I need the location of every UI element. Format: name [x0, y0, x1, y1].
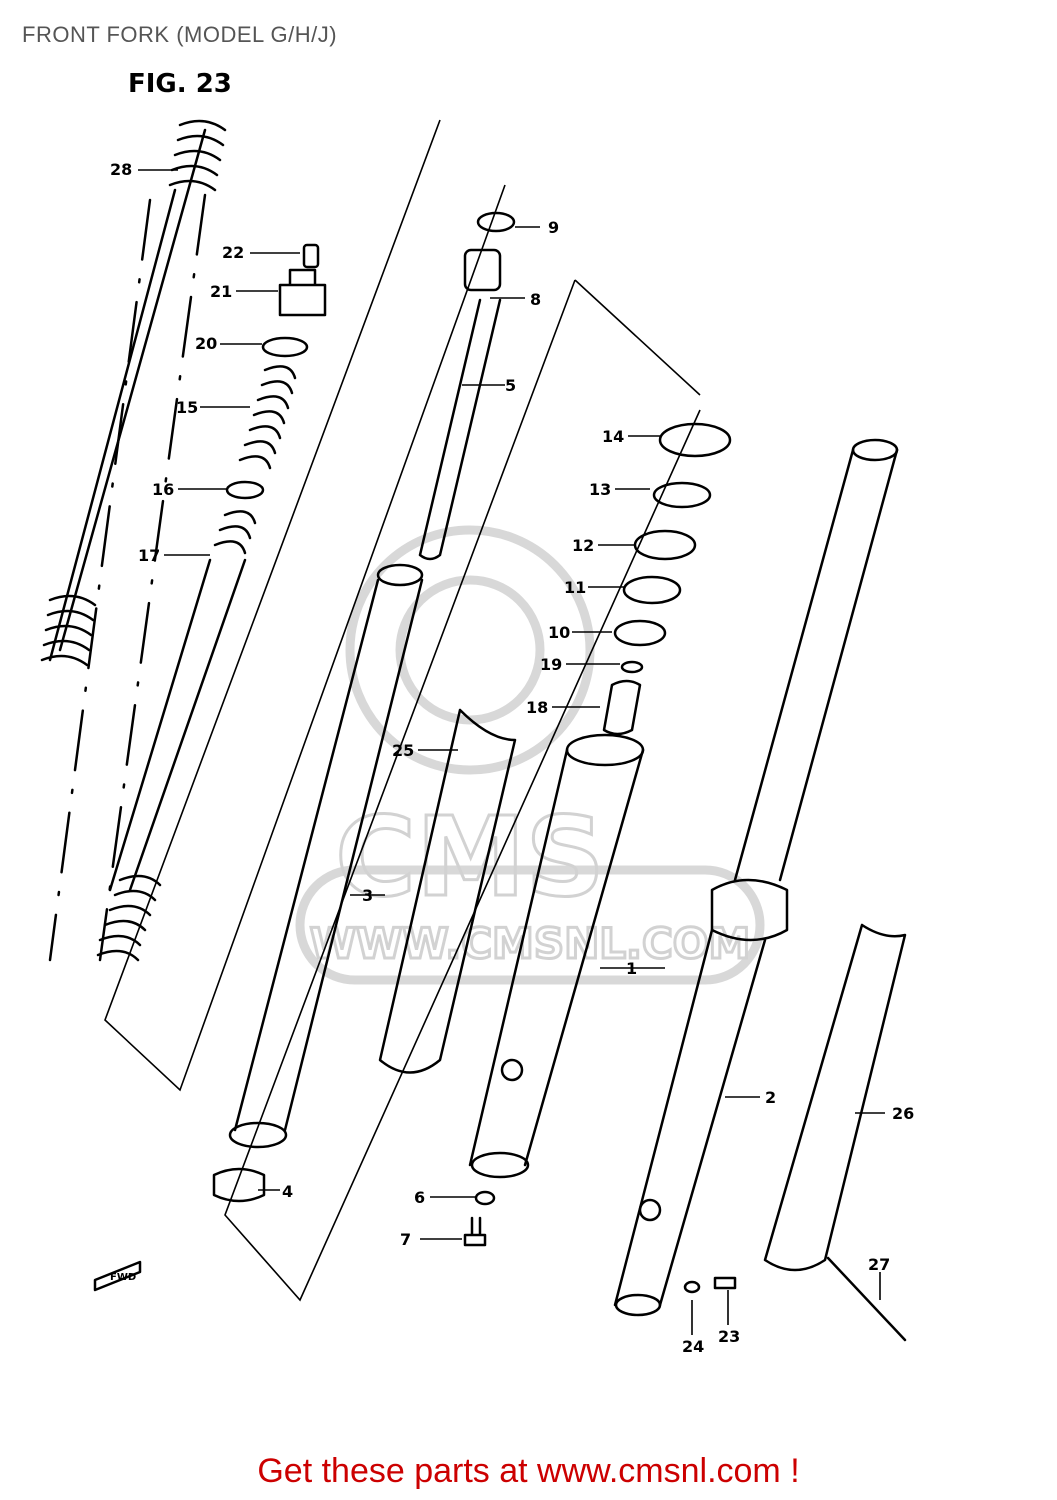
- svg-text:15: 15: [176, 398, 198, 417]
- watermark-brand: CMS: [335, 793, 604, 921]
- svg-text:4: 4: [282, 1182, 293, 1201]
- part-2-fork-leg: [613, 438, 899, 1317]
- part-1-outer-tube: [468, 733, 645, 1179]
- svg-text:11: 11: [564, 578, 586, 597]
- callout-labels: 28 22 21 20 15 16 17 9 8 5 14 13 12 11 1…: [110, 160, 914, 1356]
- part-28-fork-spring: [40, 119, 227, 962]
- fwd-arrow: FWD: [93, 1260, 142, 1292]
- part-25-slider-cover: [378, 708, 517, 1074]
- frame-mid: [224, 279, 701, 1302]
- svg-text:24: 24: [682, 1337, 704, 1356]
- fig-label: FIG. 23: [128, 69, 232, 99]
- svg-text:9: 9: [548, 218, 559, 237]
- svg-text:27: 27: [868, 1255, 890, 1274]
- svg-text:1: 1: [626, 959, 637, 978]
- small-parts: [463, 1190, 907, 1342]
- svg-text:21: 21: [210, 282, 232, 301]
- frame-left: [104, 119, 506, 1092]
- svg-text:23: 23: [718, 1327, 740, 1346]
- page-title: FRONT FORK (MODEL G/H/J): [22, 22, 338, 47]
- svg-text:14: 14: [602, 427, 624, 446]
- footer-link[interactable]: Get these parts at www.cmsnl.com !: [257, 1452, 800, 1490]
- svg-text:FWD: FWD: [110, 1272, 136, 1283]
- svg-text:17: 17: [138, 546, 160, 565]
- svg-text:25: 25: [392, 741, 414, 760]
- svg-text:5: 5: [505, 376, 516, 395]
- part-21-cap-bolt: [261, 243, 327, 358]
- svg-text:6: 6: [414, 1188, 425, 1207]
- svg-text:12: 12: [572, 536, 594, 555]
- parts-diagram: CMS WWW.CMSNL.COM FIG. 23: [40, 69, 914, 1356]
- part-5-damper-rod: [418, 211, 516, 561]
- svg-text:22: 22: [222, 243, 244, 262]
- svg-text:8: 8: [530, 290, 541, 309]
- svg-text:18: 18: [526, 698, 548, 717]
- svg-text:20: 20: [195, 334, 217, 353]
- svg-text:3: 3: [362, 886, 373, 905]
- svg-text:7: 7: [400, 1230, 411, 1249]
- watermark-url: WWW.CMSNL.COM: [310, 919, 751, 968]
- svg-text:28: 28: [110, 160, 132, 179]
- svg-text:13: 13: [589, 480, 611, 499]
- svg-text:26: 26: [892, 1104, 914, 1123]
- svg-text:10: 10: [548, 623, 570, 642]
- seal-stack: [602, 422, 732, 736]
- part-15-spring: [108, 365, 297, 892]
- part-26-slider-cover: [763, 923, 907, 1272]
- svg-text:2: 2: [765, 1088, 776, 1107]
- svg-text:19: 19: [540, 655, 562, 674]
- part-3-inner-tube: [212, 563, 424, 1203]
- svg-text:16: 16: [152, 480, 174, 499]
